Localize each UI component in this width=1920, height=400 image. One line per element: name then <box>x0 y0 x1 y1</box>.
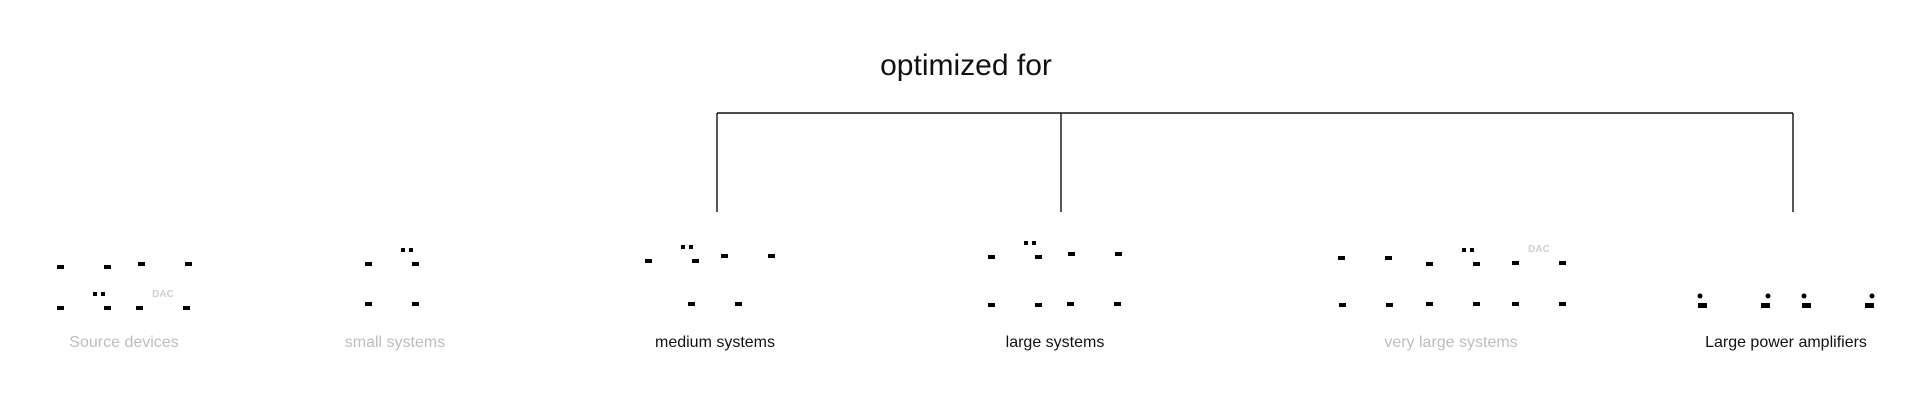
dac-icon: DAC <box>131 282 195 310</box>
turntable-icon <box>1335 232 1395 260</box>
dac-icon: DAC <box>1507 237 1571 265</box>
group-large-power-amplifiers: Large power amplifiers <box>1693 259 1879 351</box>
group-source-devices: DAC Source devices <box>52 238 195 351</box>
group-very-large-systems: DAC very large systems <box>1276 171 1622 351</box>
stand-speaker-left-icon <box>299 174 333 303</box>
caption-large-power-amplifiers: Large power amplifiers <box>1705 334 1867 351</box>
optimized-for-bracket <box>716 112 1794 212</box>
stand-speaker-right-icon <box>457 174 491 303</box>
floor-speaker-right-icon <box>1588 171 1622 306</box>
group-medium-systems: medium systems <box>595 169 823 351</box>
group-large-systems: large systems <box>927 170 1176 351</box>
caption-medium-systems: medium systems <box>655 334 775 351</box>
turntable-icon <box>1065 228 1125 256</box>
group-small-systems: small systems <box>299 174 491 351</box>
cd-player-icon <box>360 238 424 266</box>
meter-amp-icon <box>1062 272 1126 306</box>
caption-large-systems: large systems <box>1006 334 1105 351</box>
integrated-amp-icon <box>52 241 116 269</box>
cd-player-icon <box>1421 238 1485 266</box>
floor-speaker-right-icon <box>789 169 823 304</box>
cd-player-icon <box>52 282 116 310</box>
power-amp-left-icon <box>1693 259 1775 308</box>
caption-source-devices: Source devices <box>69 334 178 351</box>
cd-player-icon <box>983 231 1047 259</box>
floor-speaker-left-icon <box>1276 171 1310 306</box>
meter-amp-icon <box>1507 272 1571 306</box>
turntable-icon <box>718 230 778 258</box>
dac-label: DAC <box>1528 244 1550 255</box>
dac-label: DAC <box>152 289 174 300</box>
caption-very-large-systems: very large systems <box>1384 334 1517 351</box>
caption-small-systems: small systems <box>345 334 445 351</box>
floor-speaker-left-icon <box>927 170 961 305</box>
floor-speaker-right-icon <box>1142 170 1176 305</box>
diagram-title: optimized for <box>880 49 1052 82</box>
power-amp-right-icon <box>1797 259 1879 308</box>
integrated-amp-icon <box>1334 279 1398 307</box>
meter-amp-icon <box>1421 272 1485 306</box>
integrated-amp-icon <box>983 279 1047 307</box>
meter-amp-icon <box>683 272 747 306</box>
floor-speaker-left-icon <box>595 169 629 304</box>
meter-amp-icon <box>360 272 424 306</box>
cd-player-icon <box>640 235 704 263</box>
turntable-icon <box>135 238 195 266</box>
